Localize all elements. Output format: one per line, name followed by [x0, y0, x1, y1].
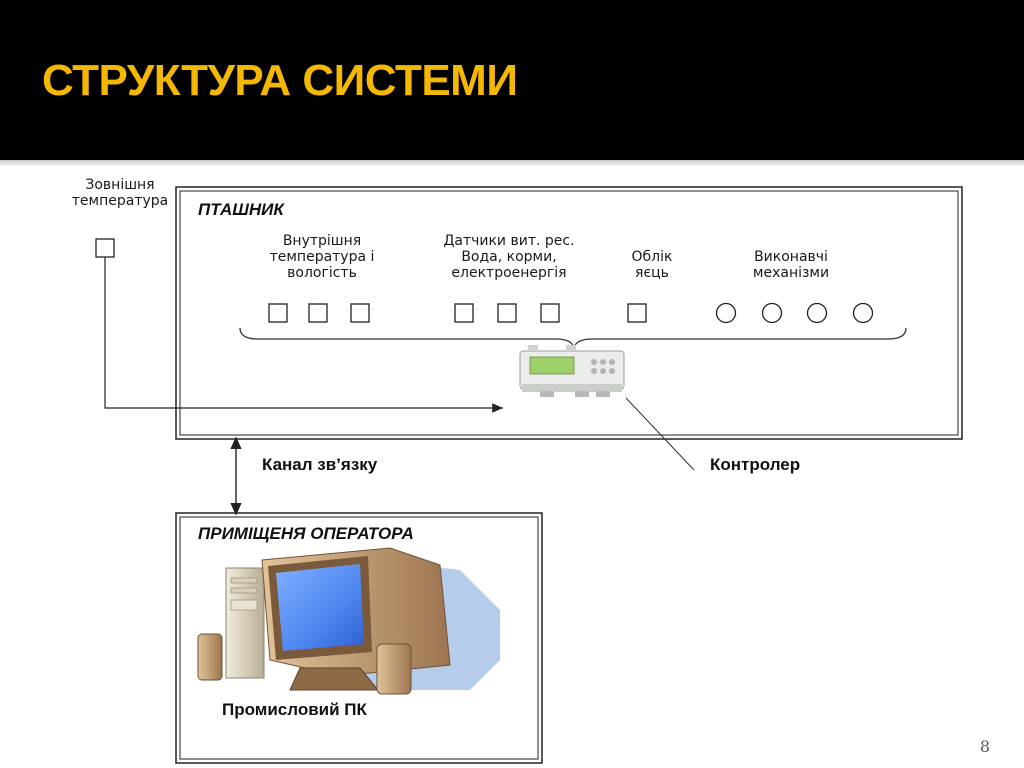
outside-temp-label: Зовнішня температура [71, 177, 169, 209]
operator-room-title: ПРИМІЩЕНЯ ОПЕРАТОРА [198, 524, 414, 543]
slide-title: СТРУКТУРА СИСТЕМИ [42, 56, 518, 105]
controller-device [519, 345, 625, 397]
outside-temp-sensor [95, 238, 115, 258]
sensor-egg-count [627, 303, 647, 323]
operator-room-frame [175, 512, 543, 764]
sensor-group-resources [454, 303, 560, 323]
poultry-house-frame [175, 186, 963, 440]
group-label-actuators: Виконавчі механізми [752, 249, 830, 281]
group-label-resources: Датчики вит. рес. Вода, корми, електроен… [443, 233, 575, 281]
controller-label: Контролер [710, 455, 801, 474]
group-label-internal: Внутрішня температура і вологість [269, 233, 375, 281]
header-divider [0, 160, 1024, 166]
controller-callout [625, 397, 695, 471]
channel-label: Канал зв’язку [262, 455, 378, 474]
group-label-eggs: Облік яєць [631, 249, 673, 281]
outside-sensor-link [104, 257, 503, 413]
header-bar [0, 0, 1024, 160]
page-number: 8 [979, 737, 990, 756]
industrial-pc-illustration [197, 547, 500, 695]
sensor-group-internal [268, 303, 370, 323]
pc-label: Промисловий ПК [222, 700, 367, 719]
poultry-house-title: ПТАШНИК [198, 200, 284, 219]
actuator-group [715, 302, 874, 324]
